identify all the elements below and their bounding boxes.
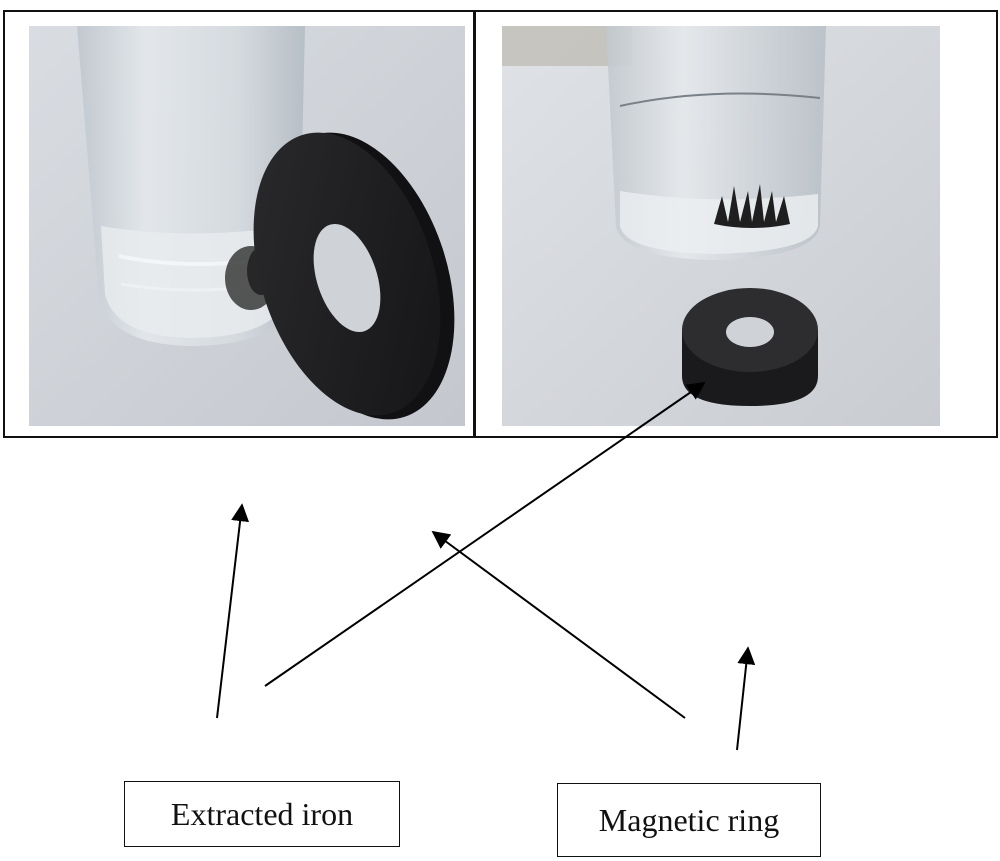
arrow-extracted-iron-to-left-photo <box>216 503 250 719</box>
photo-panel-left <box>3 10 475 438</box>
arrow-magnetic-ring-to-right-photo <box>736 646 756 751</box>
magnetic-ring-label: Magnetic ring <box>557 783 821 857</box>
extracted-iron-label: Extracted iron <box>124 781 400 847</box>
photo-panel-right <box>474 10 998 438</box>
arrow-magnetic-ring-to-left-photo <box>431 530 686 719</box>
magnetic-ring <box>253 132 455 420</box>
iron-particles <box>714 184 790 228</box>
photo-vial-side-magnet <box>29 26 465 426</box>
magnetic-ring <box>682 288 818 406</box>
photo-vial-bottom-magnet <box>502 26 940 426</box>
